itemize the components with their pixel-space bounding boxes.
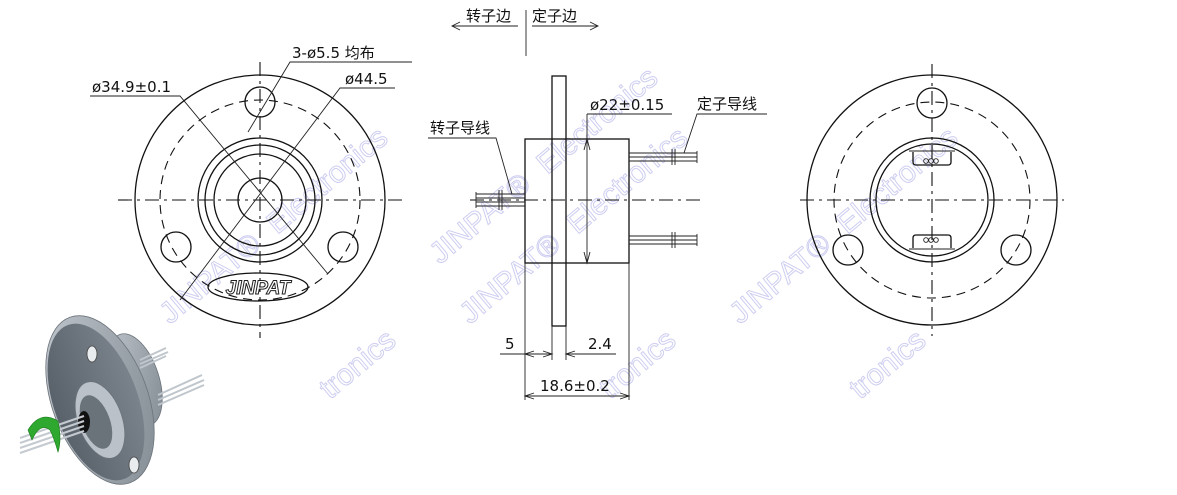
leader-holes xyxy=(247,61,412,133)
dim-holes: 3-ø5.5 均布 xyxy=(292,44,375,62)
front-view: JINPAT ø34.9±0.1 3-ø5.5 均布 ø44.5 xyxy=(90,44,412,338)
leader-inner-diameter xyxy=(90,95,329,275)
logo-text: JINPAT xyxy=(226,278,292,299)
leader-outer-diameter xyxy=(179,87,395,301)
stator-leads-bottom xyxy=(629,232,698,248)
iso-3d-view xyxy=(19,315,205,485)
dim-rotor-length: 5 xyxy=(505,335,515,353)
leader-rotor-leads xyxy=(428,137,513,195)
rear-hole-left xyxy=(832,234,864,266)
mount-hole-left xyxy=(160,231,192,263)
rotor-arrow-icon xyxy=(450,21,461,31)
rear-hole-right xyxy=(1000,234,1032,266)
logo-ellipse xyxy=(207,272,309,302)
stator-side-label: 定子边 xyxy=(532,7,577,25)
watermark-brand: JINPAT® xyxy=(723,227,837,330)
dim-body-diameter: ø22±0.15 xyxy=(590,96,664,114)
watermark-fragment: tronics xyxy=(313,323,402,405)
leader-stator-leads xyxy=(683,113,767,154)
body-section xyxy=(524,138,630,264)
flange-section xyxy=(551,75,567,327)
watermark-fragment: tronics xyxy=(843,323,932,405)
stator-leads-top xyxy=(629,149,698,165)
mount-hole-right xyxy=(327,231,359,263)
dim-flange-thickness: 2.4 xyxy=(588,335,612,353)
arrow-down-icon xyxy=(583,251,591,265)
rotor-leads-label: 转子导线 xyxy=(430,119,490,137)
side-view: 转子边 定子边 xyxy=(428,7,767,400)
terminal-pad-top xyxy=(909,150,955,166)
rotor-side-label: 转子边 xyxy=(466,7,511,25)
stator-leads-label: 定子导线 xyxy=(697,95,757,113)
stator-arrow-icon xyxy=(589,21,600,31)
rear-view xyxy=(800,64,1064,336)
dim-outer-diameter: ø44.5 xyxy=(345,70,388,88)
rotation-arrow-icon xyxy=(27,416,61,454)
terminal-pad-bottom xyxy=(909,234,955,250)
dim-total-length: 18.6±0.2 xyxy=(540,377,610,395)
dim-inner-diameter: ø34.9±0.1 xyxy=(92,78,171,96)
watermark-word: Electronics xyxy=(261,121,395,241)
rotor-leads xyxy=(475,190,525,210)
